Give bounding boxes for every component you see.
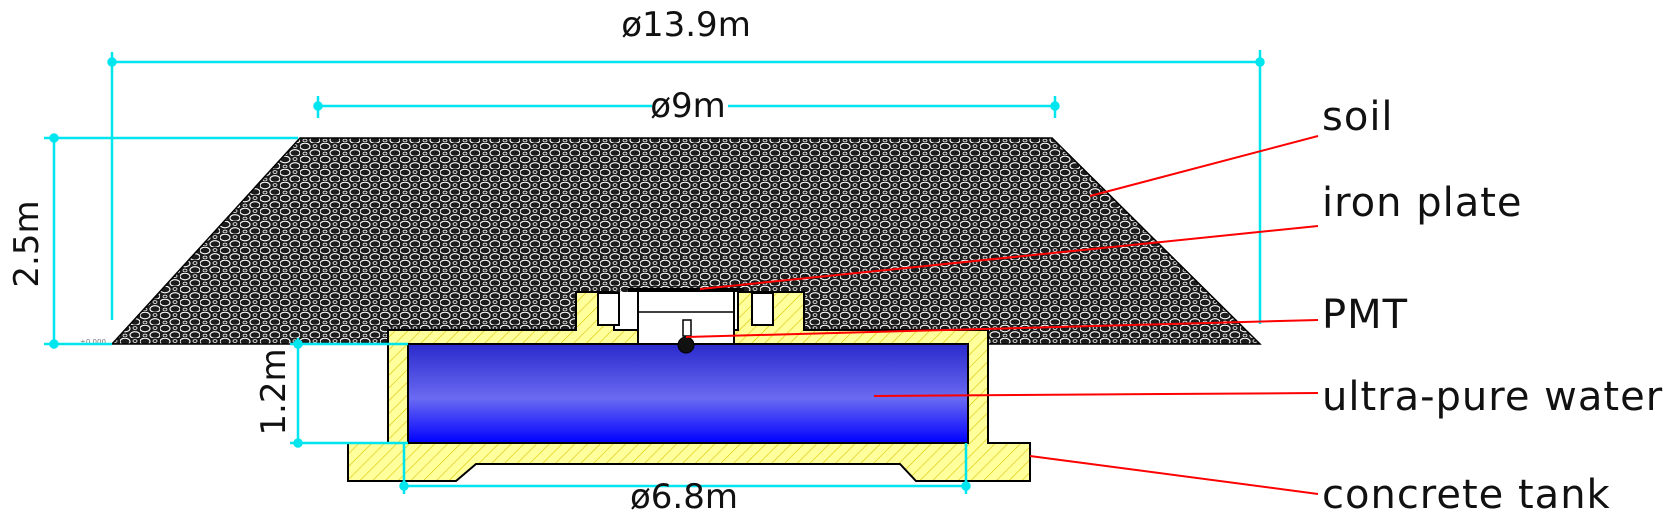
- ultra-pure-water: [407, 343, 969, 444]
- ground-level-mark: ±0.000: [80, 338, 106, 346]
- height-label: 2.5m: [7, 200, 47, 287]
- label-soil: soil: [1322, 94, 1394, 140]
- chimney-slot-right: [751, 292, 774, 326]
- dimension-lines: [44, 50, 1265, 494]
- tank-height-label: 1.2m: [254, 348, 294, 435]
- label-tank: concrete tank: [1322, 472, 1611, 518]
- top-diameter-label: ø9m: [650, 86, 726, 126]
- tank-diameter-label: ø6.8m: [630, 477, 738, 517]
- outer-diameter-label: ø13.9m: [621, 5, 751, 45]
- pmt-sensor: [677, 336, 695, 354]
- pmt-holder: [682, 319, 692, 337]
- label-pmt: PMT: [1322, 292, 1408, 338]
- leader-lines: [685, 135, 1319, 495]
- label-water: ultra-pure water: [1322, 374, 1663, 420]
- chimney-slot-left: [597, 292, 620, 326]
- label-iron-plate: iron plate: [1322, 180, 1523, 226]
